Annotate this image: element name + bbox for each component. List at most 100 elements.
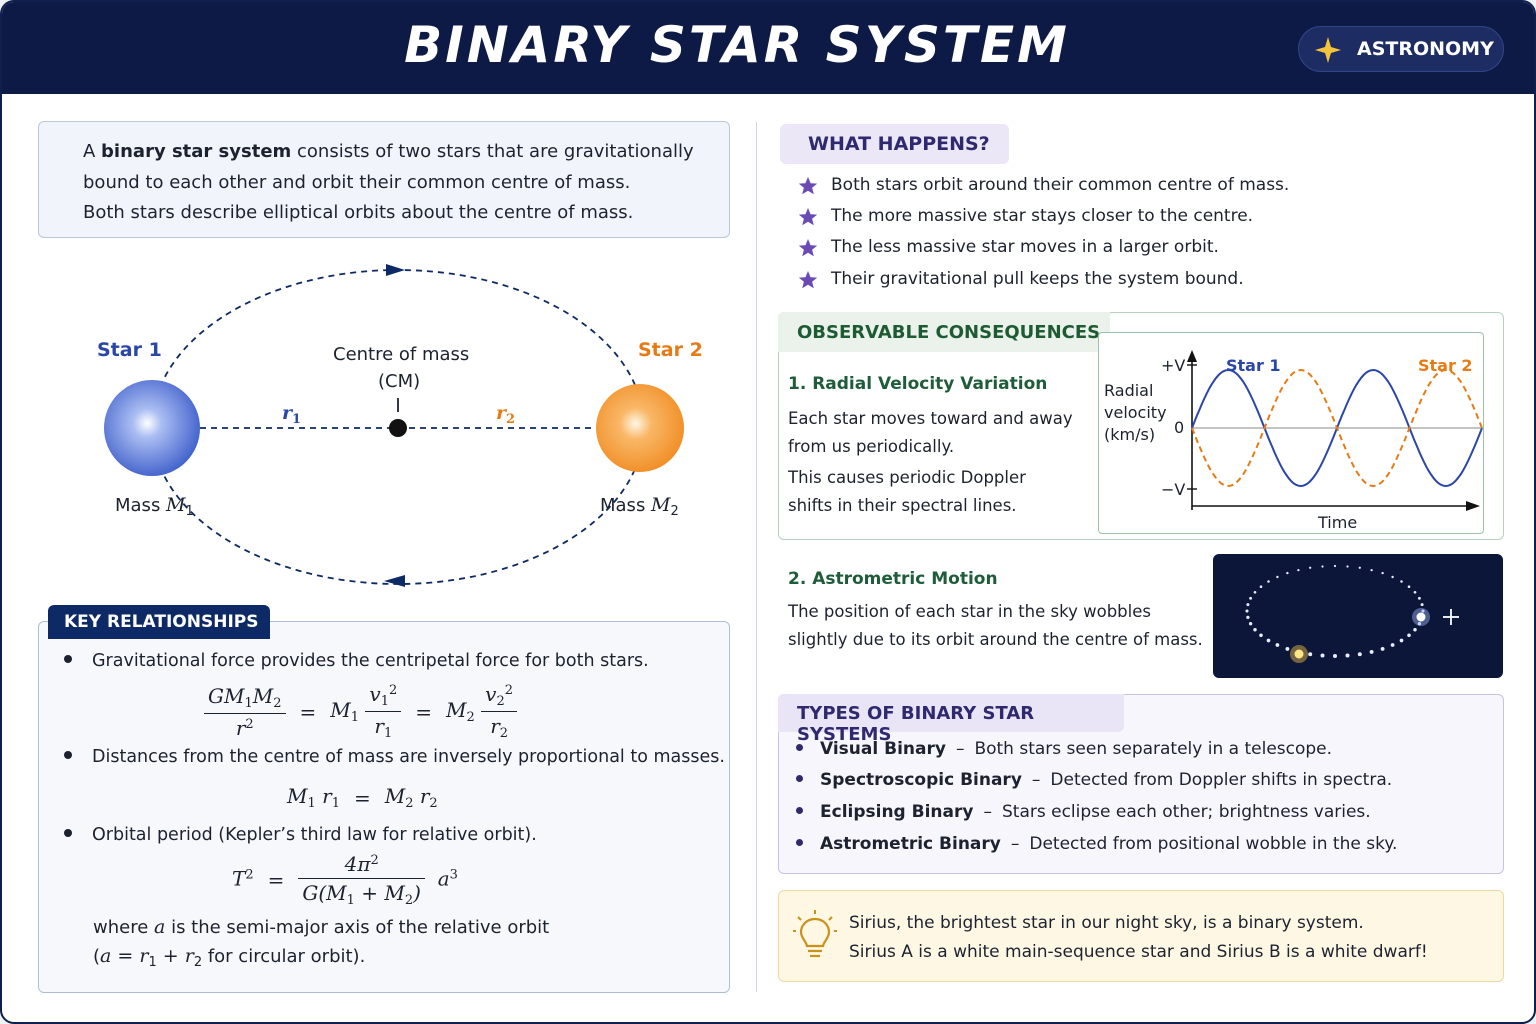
r1-label: r1	[282, 402, 302, 427]
y-label-line-1: Radial	[1104, 381, 1154, 400]
wobble-dot	[1391, 575, 1394, 579]
astrometric-text: The position of each star in the sky wob…	[788, 602, 1203, 649]
star-2	[596, 384, 684, 472]
orbit-arrow-bottom	[384, 575, 405, 587]
key-relationships-title: KEY RELATIONSHIPS	[48, 605, 270, 639]
wobble-path-dots	[1245, 564, 1425, 658]
wobble-dot	[1253, 590, 1257, 594]
wobble-dot	[1420, 603, 1424, 607]
wobble-dot	[1308, 652, 1313, 657]
orbit-diagram	[104, 264, 684, 587]
wobble-dot	[1381, 571, 1384, 575]
wobble-dot	[1369, 649, 1374, 654]
equation-mass-distance: M1 r1=M2 r2	[287, 784, 438, 811]
star-2-label: Star 2	[638, 339, 703, 361]
type-item-eclipsing: Eclipsing Binary–Stars eclipse each othe…	[796, 802, 1371, 822]
key-bullet-2: Distances from the centre of mass are in…	[64, 747, 725, 767]
y-tick-plus-v: +V	[1161, 356, 1186, 375]
wobble-dot	[1285, 646, 1290, 651]
x-axis-label: Time	[1318, 513, 1358, 532]
wobble-dot	[1246, 615, 1250, 620]
wobble-dot	[1407, 585, 1411, 589]
wobble-dot	[1345, 653, 1350, 658]
y-label-line-2: velocity	[1104, 403, 1167, 422]
intro-term: binary star system	[101, 141, 292, 162]
wobble-dot	[1333, 654, 1337, 658]
wobble-dot	[1259, 633, 1263, 638]
star-bullet-icon	[798, 271, 818, 289]
wobble-dot	[1297, 568, 1300, 572]
type-item-spectroscopic: Spectroscopic Binary–Detected from Doppl…	[796, 770, 1392, 790]
astrometric-heading: 2. Astrometric Motion	[788, 569, 998, 589]
radial-velocity-plot	[1187, 350, 1483, 511]
wobble-dot	[1321, 565, 1324, 568]
r2-label: r2	[496, 402, 516, 427]
badge-label: ASTRONOMY	[1357, 38, 1494, 60]
key-bullet-1: Gravitational force provides the centrip…	[64, 651, 649, 671]
wobble-dot	[1399, 638, 1404, 643]
page-title: BINARY STAR SYSTEM	[404, 16, 1070, 74]
intro-box: A binary star system consists of two sta…	[38, 121, 730, 238]
x-axis-arrow	[1466, 501, 1480, 511]
wobble-dot	[1333, 564, 1337, 568]
bright-star	[1416, 612, 1426, 622]
orbit-arrow-top	[386, 264, 405, 276]
intro-line-2: bound to each other and orbit their comm…	[83, 171, 631, 193]
mass-2-label: Mass M2	[600, 494, 679, 519]
wobble-dot	[1320, 653, 1325, 658]
fun-fact-line-2: Sirius A is a white main-sequence star a…	[849, 942, 1428, 962]
wobble-dot	[1400, 580, 1403, 583]
sparkle-icon	[1315, 37, 1341, 63]
astrometric-sky-image	[1213, 554, 1503, 678]
yellow-star	[1294, 649, 1304, 659]
legend-star-1: Star 1	[1226, 356, 1281, 375]
mass-1-label: Mass M1	[115, 494, 194, 519]
wobble-dot	[1246, 603, 1250, 607]
star-bullet-icon	[798, 208, 818, 226]
semi-major-note-2: (a = r1 + r2 for circular orbit).	[93, 945, 366, 970]
cm-label-line-2: (CM)	[378, 371, 421, 392]
legend-star-2: Star 2	[1418, 356, 1473, 375]
cm-label-line-1: Centre of mass	[333, 344, 470, 365]
column-divider	[756, 122, 757, 992]
key-bullet-3: Orbital period (Kepler’s third law for r…	[64, 825, 537, 845]
key-relationships-box	[38, 621, 730, 993]
type-item-astrometric: Astrometric Binary–Detected from positio…	[796, 834, 1397, 854]
observable-title: OBSERVABLE CONSEQUENCES	[778, 312, 1110, 352]
wobble-dot	[1267, 580, 1270, 583]
wobble-dot	[1248, 622, 1253, 626]
wobble-dot	[1346, 565, 1349, 568]
wobble-dot	[1390, 643, 1395, 647]
radial-velocity-heading: 1. Radial Velocity Variation	[788, 374, 1048, 394]
y-label-line-3: (km/s)	[1104, 425, 1156, 444]
fun-fact-line-1: Sirius, the brightest star in our night …	[849, 913, 1364, 933]
wobble-dot	[1253, 627, 1257, 632]
astronomy-badge: ASTRONOMY	[1298, 26, 1504, 72]
series-star-2	[1191, 368, 1483, 488]
star-1-label: Star 1	[97, 339, 162, 361]
centre-of-mass-dot	[389, 419, 407, 437]
wobble-dot	[1286, 571, 1289, 575]
wobble-dot	[1421, 609, 1425, 613]
wobble-dot	[1276, 575, 1279, 579]
wobble-dot	[1266, 638, 1271, 643]
radial-velocity-graph	[1098, 332, 1484, 534]
star-bullet-icon	[798, 177, 818, 195]
wobble-dot	[1249, 596, 1253, 600]
wobble-dot	[1357, 652, 1362, 657]
semi-major-note-1: where a is the semi-major axis of the re…	[93, 916, 550, 938]
wobble-dot	[1370, 568, 1373, 572]
wobble-dot	[1417, 622, 1422, 626]
type-item-visual: Visual Binary–Both stars seen separately…	[796, 739, 1332, 759]
wobble-dot	[1275, 643, 1280, 647]
binary-types-title: TYPES OF BINARY STAR SYSTEMS	[778, 694, 1124, 745]
what-happens-title: WHAT HAPPENS?	[780, 124, 1009, 164]
wobble-dot	[1309, 566, 1312, 569]
wobble-dot	[1407, 633, 1411, 638]
sky-wobble-illustration	[1245, 564, 1459, 663]
wobble-dot	[1417, 596, 1421, 600]
lightbulb-icon	[793, 910, 837, 958]
